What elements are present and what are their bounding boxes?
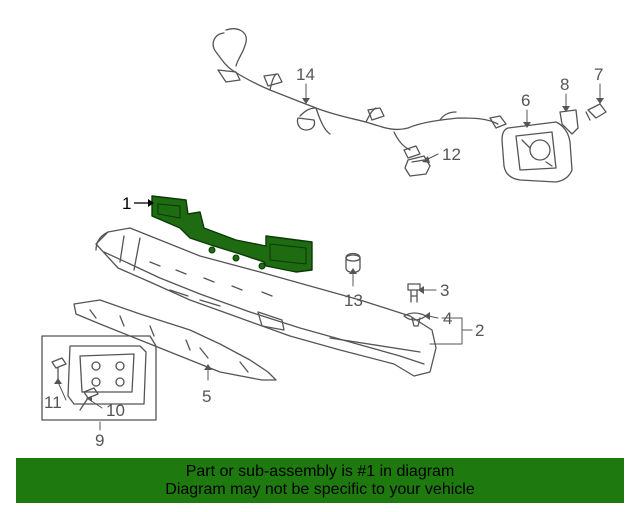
push-pin-part[interactable] bbox=[585, 103, 607, 121]
bracket-part[interactable] bbox=[559, 109, 579, 135]
callout-6: 6 bbox=[521, 91, 530, 110]
callout-3: 3 bbox=[440, 281, 449, 300]
callout-8: 8 bbox=[560, 75, 569, 94]
screw-part[interactable] bbox=[51, 357, 67, 383]
lower-deflector-part[interactable] bbox=[73, 299, 277, 381]
impact-bar-part[interactable] bbox=[151, 195, 313, 273]
callout-2: 2 bbox=[475, 321, 484, 340]
callout-12: 12 bbox=[442, 145, 461, 164]
wiring-harness-part[interactable] bbox=[212, 28, 507, 159]
diagram-notice-banner: Part or sub-assembly is #1 in diagram Di… bbox=[16, 458, 624, 503]
callout-1: 1 bbox=[122, 194, 131, 213]
callout-4: 4 bbox=[443, 309, 452, 328]
notice-line-1: Part or sub-assembly is #1 in diagram bbox=[185, 462, 455, 480]
callout-10: 10 bbox=[106, 401, 125, 420]
connector-part[interactable] bbox=[404, 155, 431, 177]
callout-7: 7 bbox=[594, 65, 603, 84]
callout-9: 9 bbox=[95, 431, 104, 450]
callout-13: 13 bbox=[344, 291, 363, 310]
license-bracket-group[interactable] bbox=[41, 335, 157, 421]
bumper-cover-part[interactable] bbox=[95, 227, 437, 377]
leader-lines bbox=[57, 83, 601, 431]
fog-lamp-bezel-part[interactable] bbox=[501, 121, 573, 183]
callout-14: 14 bbox=[296, 65, 315, 84]
callout-1-arrowhead bbox=[148, 199, 154, 207]
bolt-part[interactable] bbox=[407, 283, 421, 303]
bumper-isolator-part[interactable] bbox=[345, 252, 361, 274]
notice-line-2: Diagram may not be specific to your vehi… bbox=[165, 480, 475, 498]
callout-5: 5 bbox=[202, 387, 211, 406]
bracket-bolt-part[interactable] bbox=[79, 387, 99, 411]
callout-arrowheads bbox=[54, 98, 604, 402]
parts-diagram: 1 2 3 4 5 6 7 8 9 10 11 12 13 14 bbox=[41, 28, 607, 450]
callout-11: 11 bbox=[44, 393, 62, 412]
